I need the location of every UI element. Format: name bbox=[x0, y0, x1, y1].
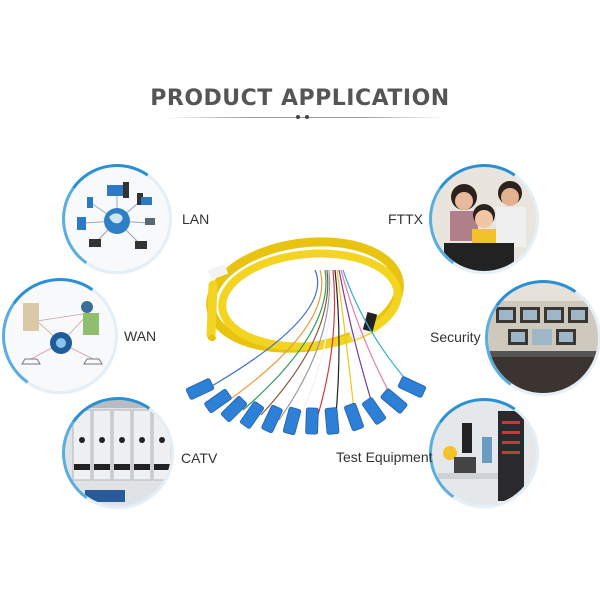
application-label-wan: WAN bbox=[124, 328, 157, 344]
application-label-security: Security bbox=[430, 329, 481, 345]
catv-rack-icon bbox=[65, 400, 171, 506]
fiber-pigtail-product-image bbox=[185, 237, 427, 436]
network-icon bbox=[65, 167, 169, 271]
security-image bbox=[488, 283, 598, 393]
fttx-image bbox=[432, 167, 536, 271]
application-label-fttx: FTTX bbox=[388, 211, 423, 227]
application-label-test-equipment: Test Equipment bbox=[336, 449, 433, 465]
sc-connectors bbox=[185, 376, 427, 436]
page-title: PRODUCT APPLICATION bbox=[150, 86, 450, 111]
lan-image bbox=[65, 167, 169, 271]
application-label-catv: CATV bbox=[181, 450, 218, 466]
family-computer-photo bbox=[432, 167, 536, 271]
catv-image bbox=[65, 400, 171, 506]
test-lab-photo bbox=[432, 401, 536, 505]
wan-image bbox=[5, 281, 115, 391]
divider-dot bbox=[305, 115, 309, 119]
security-monitors-photo bbox=[488, 283, 598, 393]
wan-topology-icon bbox=[5, 281, 115, 391]
application-label-lan: LAN bbox=[182, 211, 210, 227]
divider-dot bbox=[296, 115, 300, 119]
test-equipment-image bbox=[432, 401, 536, 505]
